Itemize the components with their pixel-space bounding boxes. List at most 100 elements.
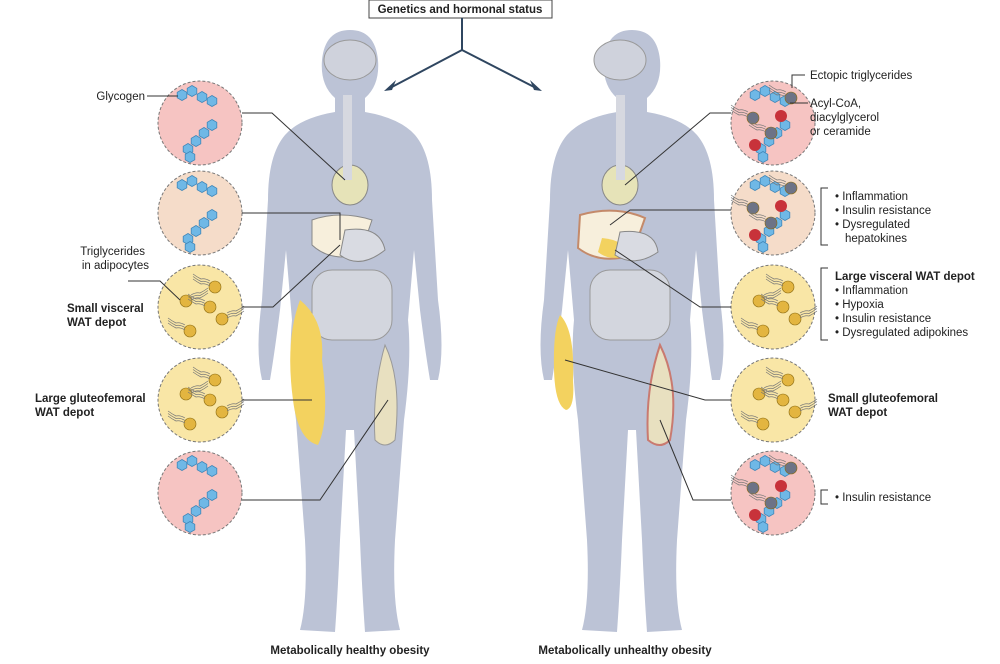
circle-background bbox=[730, 357, 816, 443]
glycogen-unit bbox=[206, 95, 218, 107]
liver-bullets: • Inflammation • Insulin resistance • Dy… bbox=[835, 191, 931, 245]
lipid-tail bbox=[748, 212, 767, 220]
glycogen-unit bbox=[196, 181, 208, 193]
lipid-tail bbox=[765, 369, 784, 377]
lipid-tail bbox=[760, 386, 779, 395]
lipid-tail bbox=[763, 292, 782, 301]
glycogen-unit bbox=[176, 459, 188, 471]
lipid-tail bbox=[740, 322, 759, 331]
glycogen-unit bbox=[779, 119, 791, 131]
lipid-tail bbox=[748, 119, 767, 128]
lipid-head bbox=[208, 280, 222, 294]
lipid-tail bbox=[760, 391, 779, 400]
lipid-tail bbox=[763, 380, 782, 389]
lipid-tail bbox=[740, 317, 759, 326]
lipid-head bbox=[756, 324, 770, 338]
lipid-tail bbox=[799, 308, 818, 316]
bullet: • Inflammation bbox=[835, 191, 908, 203]
glycogen-unit bbox=[186, 85, 198, 97]
lipid-head bbox=[776, 393, 790, 407]
lipid-tail bbox=[190, 290, 209, 298]
leader-lines-healthy bbox=[128, 95, 389, 501]
visceral-bullets: • Inflammation • Hypoxia • Insulin resis… bbox=[835, 285, 968, 339]
circle-background bbox=[157, 450, 243, 536]
muscle bbox=[373, 343, 398, 446]
circle-healthy-muscle bbox=[157, 450, 243, 536]
lipid-tail bbox=[730, 197, 749, 205]
circle-healthy-adipose bbox=[157, 357, 245, 443]
trachea bbox=[616, 95, 625, 180]
ceramide-molecule bbox=[775, 200, 787, 212]
glycogen-unit bbox=[198, 497, 210, 509]
lipid-tail bbox=[187, 298, 206, 307]
lipid-tail bbox=[190, 287, 209, 296]
lipid-tail bbox=[192, 278, 211, 287]
lipid-tail bbox=[768, 174, 787, 183]
glycogen-unit bbox=[186, 455, 198, 467]
glycogen-unit bbox=[779, 489, 791, 501]
lipid-tail bbox=[730, 479, 749, 488]
lipid-tail bbox=[730, 104, 749, 113]
lipid-tail bbox=[226, 305, 245, 314]
lipid-tail bbox=[192, 366, 211, 375]
lipid-tail bbox=[765, 371, 784, 380]
ceramide-molecule bbox=[775, 110, 787, 122]
lipid-tail bbox=[799, 310, 818, 319]
lipid-tail bbox=[226, 401, 245, 409]
lipid-tail bbox=[748, 209, 767, 218]
lipid-tail bbox=[730, 109, 749, 118]
ceramide-molecule bbox=[775, 480, 787, 492]
glycogen-unit bbox=[757, 151, 769, 163]
molecule-circles bbox=[157, 80, 818, 536]
lipid-tail bbox=[730, 477, 749, 485]
lipid-tail bbox=[765, 273, 784, 282]
glycogen-unit bbox=[206, 209, 218, 221]
lipid-tail bbox=[730, 474, 749, 483]
label-triglycerides-2: in adipocytes bbox=[82, 260, 149, 272]
lipid-tail bbox=[748, 124, 767, 133]
lipid-head bbox=[784, 91, 798, 105]
lipid-tail bbox=[190, 292, 209, 301]
circle-unhealthy-adipose bbox=[730, 357, 818, 443]
lipid-tail bbox=[167, 322, 186, 331]
glycogen-unit bbox=[206, 185, 218, 197]
lipid-tail bbox=[763, 290, 782, 298]
lipid-head bbox=[215, 405, 229, 419]
circle-unhealthy-adipose bbox=[730, 264, 818, 350]
glycogen-unit bbox=[206, 119, 218, 131]
lipid-tail bbox=[763, 287, 782, 296]
glycogen-unit bbox=[184, 521, 196, 533]
stomach bbox=[339, 228, 386, 262]
title-unhealthy: Metabolically unhealthy obesity bbox=[538, 645, 712, 657]
bullet: • Insulin resistance bbox=[835, 313, 931, 325]
bullet: • Inflammation bbox=[835, 285, 908, 297]
glycogen-unit bbox=[769, 181, 781, 193]
lipid-tail bbox=[799, 398, 818, 407]
glycogen-unit bbox=[184, 241, 196, 253]
lipid-head bbox=[756, 417, 770, 431]
glycogen-unit bbox=[769, 91, 781, 103]
trachea bbox=[343, 95, 352, 180]
lipid-head bbox=[203, 300, 217, 314]
glycogen-unit bbox=[779, 209, 791, 221]
lipid-tail bbox=[226, 398, 245, 407]
label-ectopic: Ectopic triglycerides bbox=[810, 70, 913, 82]
lipid-tail bbox=[167, 410, 186, 419]
lipid-tail bbox=[799, 401, 818, 409]
lipid-head bbox=[788, 312, 802, 326]
leader-lines-unhealthy bbox=[564, 74, 828, 505]
lipid-head bbox=[781, 280, 795, 294]
lipid-tail bbox=[187, 391, 206, 400]
glycogen-unit bbox=[759, 85, 771, 97]
glycogen-unit bbox=[198, 217, 210, 229]
lipid-head bbox=[183, 417, 197, 431]
label-triglycerides: Triglycerides bbox=[80, 246, 145, 258]
brain bbox=[593, 39, 647, 81]
lipid-tail bbox=[760, 293, 779, 302]
lipid-head bbox=[746, 111, 760, 125]
lipid-tail bbox=[167, 413, 186, 421]
glycogen-unit bbox=[176, 179, 188, 191]
lipid-tail bbox=[760, 296, 779, 304]
lipid-head bbox=[179, 387, 193, 401]
